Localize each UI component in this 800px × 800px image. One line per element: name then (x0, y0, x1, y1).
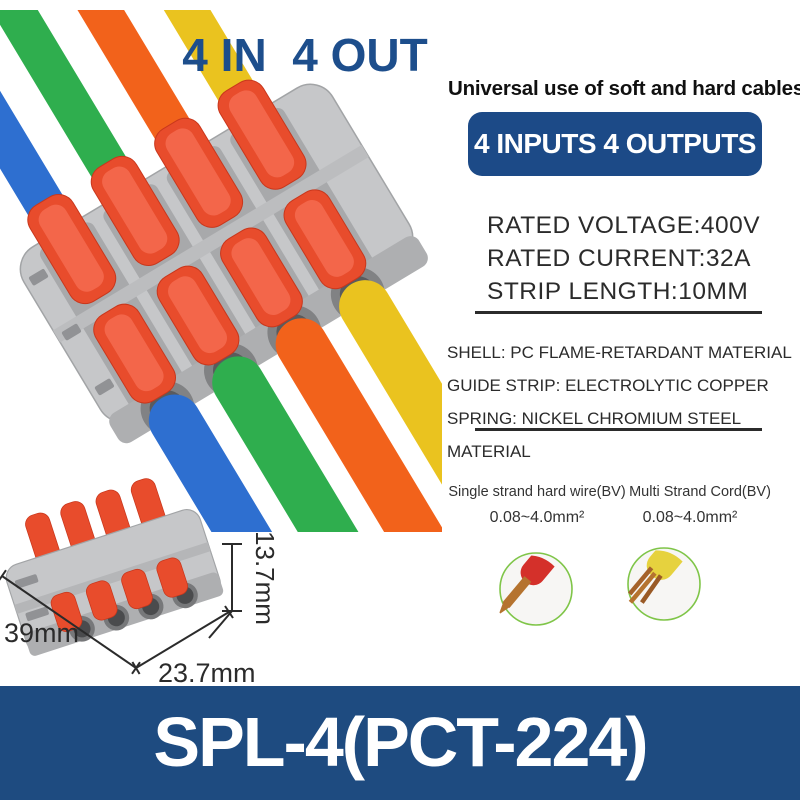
multi-strand-wire-photo (627, 545, 701, 621)
dimension-width: 39mm (0, 569, 141, 675)
input-wire-orange (9, 10, 205, 169)
output-wires (148, 280, 442, 532)
strip-length: STRIP LENGTH:10MM (487, 278, 749, 305)
input-lever-highlights (38, 90, 295, 292)
center-ridge (52, 144, 369, 343)
rated-current: RATED CURRENT:32A (487, 245, 751, 272)
shell-material: SHELL: PC FLAME-RETARDANT MATERIAL (447, 343, 792, 362)
guide-strip-material: GUIDE STRIP: ELECTROLYTIC COPPER (447, 376, 769, 395)
height-label: 13.7mm (250, 531, 280, 625)
model-number-banner: SPL-4(PCT-224) (0, 686, 800, 800)
input-wire-yellow (73, 10, 268, 131)
single-strand-wire-photo (498, 550, 573, 626)
input-wire-green (0, 10, 141, 207)
output-wire-green (212, 356, 439, 532)
rated-voltage: RATED VOLTAGE:400V (487, 212, 761, 239)
subtitle-universal-use: Universal use of soft and hard cables (448, 77, 800, 100)
divider-bottom (475, 428, 762, 431)
materials-list: SHELL: PC FLAME-RETARDANT MATERIAL GUIDE… (447, 336, 800, 468)
inputs-outputs-badge: 4 INPUTS 4 OUTPUTS (468, 112, 762, 176)
depth-label: 23.7mm (158, 658, 256, 688)
headline-4in-4out: 4 IN 4 OUT (182, 29, 428, 81)
small-output-levers (50, 557, 188, 632)
multi-strand-label: Multi Strand Cord(BV) (629, 484, 771, 500)
input-wires (0, 10, 268, 246)
width-label: 39mm (4, 618, 79, 648)
ratings-spec-list: RATED VOLTAGE:400V RATED CURRENT:32A STR… (487, 209, 760, 308)
dimension-height: 13.7mm (208, 531, 280, 639)
multi-strand-size: 0.08~4.0mm² (642, 509, 738, 526)
connector-illustration (0, 10, 442, 532)
dimension-depth: 23.7mm (131, 605, 256, 688)
connector-product-photo (0, 10, 442, 532)
dimension-diagram: 39mm 23.7mm 13.7mm (0, 478, 280, 688)
output-wire-blue (148, 394, 375, 532)
side-slots (28, 269, 114, 396)
divider-top (475, 311, 762, 314)
spring-material: SPRING: NICKEL CHROMIUM STEEL MATERIAL (447, 409, 741, 461)
input-wire-blue (0, 10, 78, 246)
output-wire-orange (275, 318, 442, 532)
output-lever-highlights (104, 200, 354, 392)
single-strand-size: 0.08~4.0mm² (489, 509, 585, 526)
output-wire-yellow (339, 280, 442, 532)
single-strand-label: Single strand hard wire(BV) (448, 484, 626, 500)
